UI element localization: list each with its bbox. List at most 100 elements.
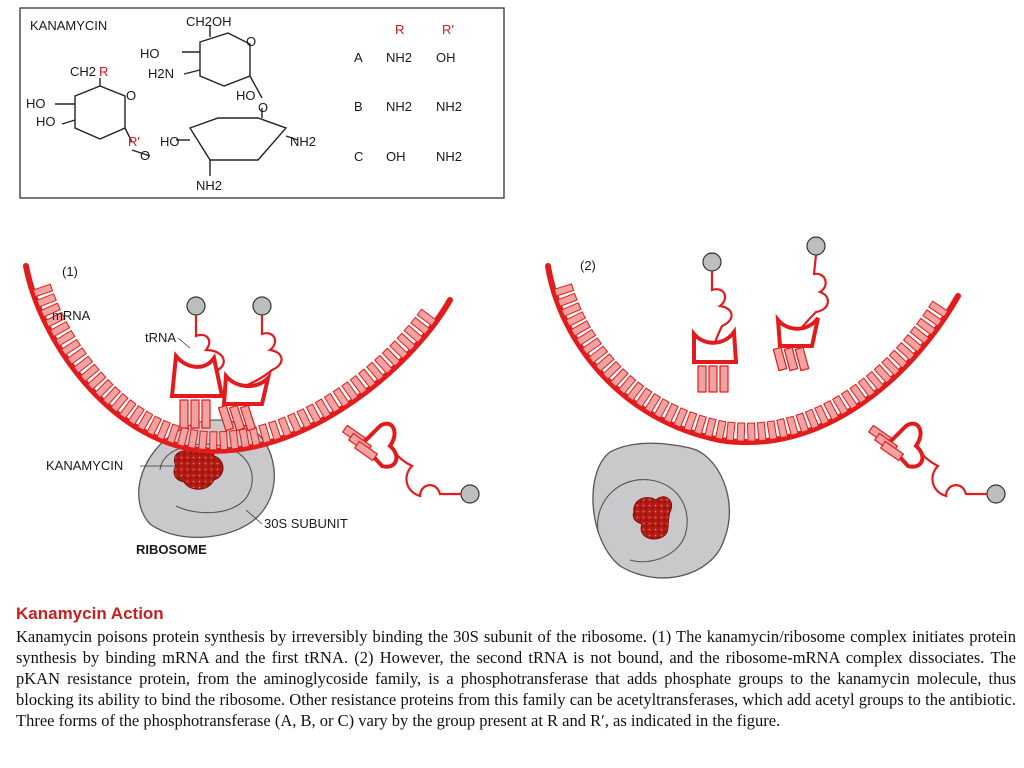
group-ch2oh: CH2OH xyxy=(186,14,232,29)
mrna-base xyxy=(127,405,145,426)
mrna-base xyxy=(570,320,591,337)
compound-name: KANAMYCIN xyxy=(30,18,107,33)
table-header-r: R xyxy=(395,22,404,37)
mrna-base xyxy=(725,421,736,442)
mrna-base xyxy=(840,389,858,410)
mrna-base xyxy=(373,354,393,375)
mrna-base xyxy=(40,302,61,318)
mrna-base xyxy=(557,292,578,307)
trna-2-amino-acid xyxy=(252,296,272,316)
label-30s-subunit: 30S SUBUNIT xyxy=(264,516,348,531)
mrna-base xyxy=(305,403,322,424)
mrna-strand-2 xyxy=(545,263,961,446)
mrna-base xyxy=(341,381,359,402)
label-subunit-leader xyxy=(245,509,263,525)
trna-free-2 xyxy=(867,421,1006,504)
panel-2-number: (2) xyxy=(580,258,596,273)
label-ribosome: RIBOSOME xyxy=(136,542,207,557)
label-kanamycin: KANAMYCIN xyxy=(46,458,123,473)
mrna-base xyxy=(118,399,137,420)
mrna-base xyxy=(553,283,575,297)
mrna-base xyxy=(575,328,597,346)
mrna-base xyxy=(389,340,409,360)
trna-3-anticodon xyxy=(697,365,729,393)
mrna-base xyxy=(156,419,171,441)
mrna-base xyxy=(795,412,810,433)
table-row-c-r: OH xyxy=(386,149,406,164)
mrna-strand xyxy=(23,263,453,454)
mrna-base xyxy=(565,311,587,327)
mrna-base xyxy=(888,349,908,369)
mrna-base xyxy=(366,361,385,382)
ring-oxygen-1: O xyxy=(126,88,136,103)
trna-3-strand xyxy=(710,271,733,351)
mrna-base xyxy=(804,408,820,430)
ring-oxygen-4: O xyxy=(140,148,150,163)
mrna-base xyxy=(110,392,129,413)
trna-free-1-body xyxy=(359,421,399,469)
trna-free-1-anticodon xyxy=(341,424,379,462)
molecule-structure xyxy=(55,26,299,176)
group-h2n: H2N xyxy=(148,66,174,81)
mrna-base xyxy=(673,407,688,428)
mrna-base xyxy=(832,394,849,416)
mrna-base xyxy=(403,324,424,344)
group-ho-5: HO xyxy=(160,134,180,149)
mrna-base xyxy=(219,430,229,451)
trna-3-body xyxy=(692,326,739,364)
trna-free-2-strand xyxy=(914,433,987,498)
mrna-base xyxy=(55,329,76,347)
mrna-base xyxy=(314,398,332,419)
mrna-base xyxy=(626,381,645,402)
table-row-b-r: NH2 xyxy=(386,99,412,114)
mrna-base xyxy=(683,411,698,432)
mrna-base xyxy=(823,399,840,421)
table-header-r-prime: R′ xyxy=(442,22,454,37)
label-trna-leader xyxy=(177,337,191,349)
table-row-a-r: NH2 xyxy=(386,50,412,65)
mrna-base xyxy=(228,429,240,450)
mrna-base xyxy=(747,422,756,442)
mrna-base xyxy=(209,431,218,451)
r-group-table: R R′ A NH2 OH B NH2 NH2 C OH NH2 xyxy=(354,22,462,164)
group-ho-1: HO xyxy=(140,46,160,61)
group-nh2-2: NH2 xyxy=(196,178,222,193)
mrna-bases-2 xyxy=(553,283,949,442)
mrna-base xyxy=(714,419,727,441)
mrna-base xyxy=(396,332,416,352)
mrna-base xyxy=(693,414,707,435)
table-row-a-r-prime: OH xyxy=(436,50,456,65)
trna-free-2-anticodon xyxy=(867,424,905,462)
mrna-base xyxy=(286,412,302,434)
mrna-base xyxy=(187,428,199,449)
mrna-base xyxy=(258,423,272,444)
mrna-base xyxy=(410,316,430,335)
trna-1-body xyxy=(169,351,225,398)
mrna-base xyxy=(146,415,163,437)
label-trna: tRNA xyxy=(145,330,176,345)
mrna-base xyxy=(381,347,401,367)
ring-oxygen-2: O xyxy=(246,34,256,49)
label-mrna: mRNA xyxy=(52,308,91,323)
mrna-base xyxy=(902,334,923,353)
mrna-base xyxy=(32,283,54,298)
figure-caption: Kanamycin Action Kanamycin poisons prote… xyxy=(16,604,1016,731)
mrna-base xyxy=(357,368,377,389)
mrna-base xyxy=(136,410,154,431)
mrna-base xyxy=(849,383,867,404)
structure-box: KANAMYCIN CH2OH HO H2N HO xyxy=(19,7,505,199)
caption-body: Kanamycin poisons protein synthesis by i… xyxy=(16,627,1016,730)
table-row-b-label: B xyxy=(354,99,363,114)
mrna-base xyxy=(663,402,679,424)
mrna-base xyxy=(561,302,582,318)
trna-2-strand xyxy=(239,315,283,390)
mrna-base xyxy=(44,311,66,328)
trna-free-1 xyxy=(341,421,480,504)
table-row-c-r-prime: NH2 xyxy=(436,149,462,164)
panel-1-number: (1) xyxy=(62,264,78,279)
mrna-base xyxy=(881,356,901,377)
mrna-base xyxy=(609,368,629,388)
mrna-base xyxy=(865,370,885,391)
